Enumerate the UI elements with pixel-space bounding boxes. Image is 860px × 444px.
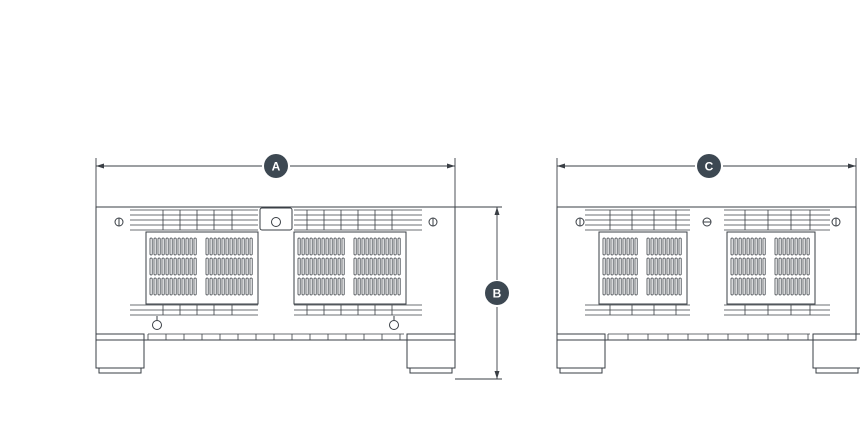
unit-rear-view [556, 206, 860, 374]
dimension-b-badge: B [485, 281, 509, 305]
unit-front-view [95, 206, 456, 374]
dimension-b-label: B [493, 287, 502, 301]
dimension-c-badge: C [697, 154, 721, 178]
dimension-a-label: A [272, 160, 281, 174]
dimension-a-badge: A [264, 154, 288, 178]
dimension-b: B [455, 206, 509, 380]
dimension-a: A [95, 154, 456, 207]
dimension-c: C [556, 154, 857, 207]
dimension-c-label: C [705, 160, 714, 174]
